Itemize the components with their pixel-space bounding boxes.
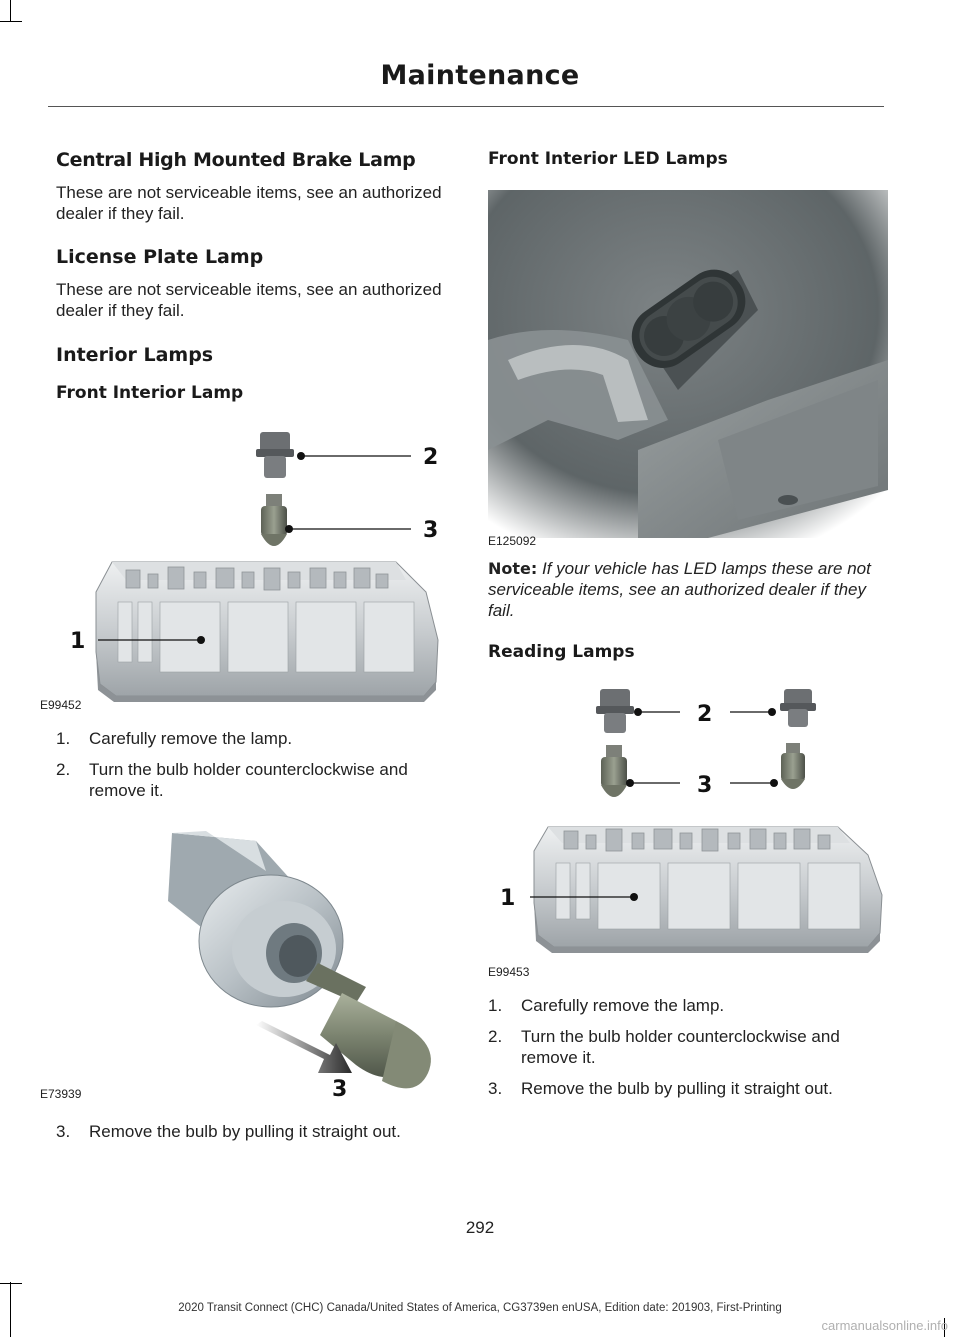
page-title: Maintenance — [380, 60, 580, 91]
list-item: 3.Remove the bulb by pulling it straight… — [56, 1122, 401, 1141]
page-number: 292 — [465, 1218, 495, 1237]
crop-mark-top-left-h — [0, 21, 22, 22]
figure-code: E73939 — [40, 1087, 82, 1101]
led-note: Note: If your vehicle has LED lamps thes… — [488, 558, 888, 621]
crop-mark-bottom-right-v — [944, 1318, 945, 1337]
fig4-callout-2: 2 — [697, 702, 712, 727]
direction-arrow — [256, 1021, 352, 1073]
fig2-callout-3: 3 — [332, 1077, 347, 1101]
license-plate-lamp-text: These are not serviceable items, see an … — [56, 280, 442, 320]
bulb-holder-shape-right — [780, 689, 816, 727]
fig1-callout-1: 1 — [70, 629, 85, 654]
lamp-housing-shape — [533, 826, 883, 953]
figure-front-interior-lamp: 2 3 1 E99452 — [40, 422, 456, 712]
bulb-shape-right — [781, 743, 805, 789]
note-label: Note: — [488, 559, 538, 578]
led-lamp-unit-shape — [631, 269, 746, 368]
fig4-callout-1: 1 — [500, 886, 515, 911]
left-column: Central High Mounted Brake Lamp These ar… — [40, 138, 456, 1152]
list-item: 2.Turn the bulb holder counterclockwise … — [56, 760, 408, 800]
figure-bulb-holder: 3 E73939 — [40, 811, 456, 1101]
list-item: 2.Turn the bulb holder counterclockwise … — [488, 1027, 840, 1067]
subsection-front-interior-led-lamps: Front Interior LED Lamps — [488, 149, 728, 169]
fig1-callout-3: 3 — [423, 518, 438, 543]
figure-code: E99452 — [40, 698, 82, 712]
list-item: 1.Carefully remove the lamp. — [56, 729, 293, 748]
bulb-shape — [306, 963, 431, 1089]
section-title-interior-lamps: Interior Lamps — [56, 344, 214, 366]
lamp-housing-shape — [95, 561, 439, 702]
steps-list-reading-lamps: 1.Carefully remove the lamp. 2.Turn the … — [488, 995, 888, 1099]
section-title-brake-lamp: Central High Mounted Brake Lamp — [56, 149, 416, 171]
figure-code: E125092 — [488, 534, 537, 548]
steps-list-front-lamp: 1.Carefully remove the lamp. 2.Turn the … — [56, 728, 456, 801]
bulb-shape-left — [601, 745, 627, 797]
steps-list-front-lamp-continued: 3.Remove the bulb by pulling it straight… — [56, 1121, 456, 1142]
subsection-front-interior-lamp: Front Interior Lamp — [56, 383, 244, 403]
fig4-callout-3: 3 — [697, 773, 712, 798]
figure-led-lamps: E125092 — [488, 190, 888, 548]
header-divider — [48, 106, 884, 107]
bulb-holder-illustration: 3 — [168, 831, 431, 1101]
reading-lamp-assembly-illustration: 2 3 1 — [500, 689, 883, 953]
section-title-license-plate-lamp: License Plate Lamp — [56, 246, 264, 268]
right-column: Front Interior LED Lamps — [488, 138, 888, 1109]
led-lamp-illustration — [488, 190, 888, 538]
subsection-reading-lamps: Reading Lamps — [488, 642, 635, 662]
page-footer: 2020 Transit Connect (CHC) Canada/United… — [178, 1302, 782, 1314]
note-text: If your vehicle has LED lamps these are … — [488, 559, 871, 620]
list-item: 3.Remove the bulb by pulling it straight… — [488, 1079, 833, 1098]
watermark: carmanualsonline.info — [821, 1318, 948, 1333]
figure-reading-lamps: 2 3 1 E99453 — [488, 681, 888, 979]
figure-code: E99453 — [488, 965, 530, 979]
crop-mark-bottom-left-h — [0, 1283, 22, 1284]
fig1-callout-2: 2 — [423, 445, 438, 470]
bulb-holder-shape-left — [596, 689, 634, 733]
bulb-shape — [261, 494, 287, 546]
bulb-holder-shape — [256, 432, 294, 478]
lamp-assembly-illustration: 2 3 1 — [70, 432, 439, 702]
crop-mark-bottom-left-v — [10, 1282, 11, 1337]
crop-mark-top-left-v — [10, 0, 11, 22]
brake-lamp-text: These are not serviceable items, see an … — [56, 183, 442, 223]
list-item: 1.Carefully remove the lamp. — [488, 996, 725, 1015]
holder-shape — [168, 831, 344, 1008]
